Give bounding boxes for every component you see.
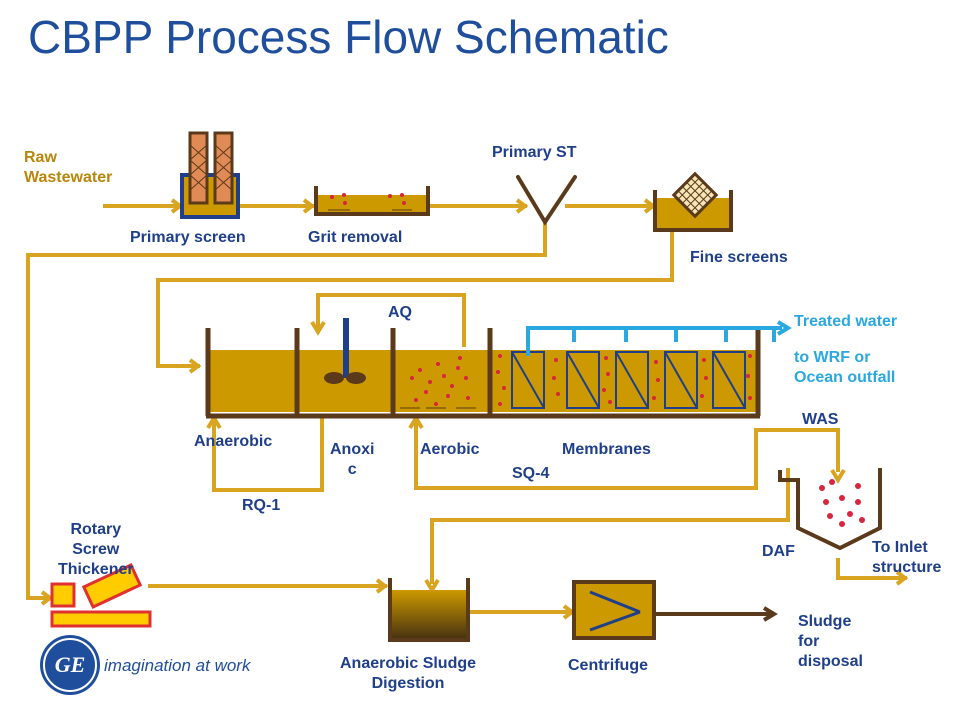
- rotary-screw-thickener-label: Rotary Screw Thickener: [58, 521, 134, 578]
- aq-label: AQ: [388, 304, 412, 321]
- sq4-recycle-pipe: [414, 416, 758, 490]
- membranes-label: Membranes: [562, 441, 651, 458]
- bioreactor-train: [205, 318, 761, 419]
- fine-to-anaerobic-pipe: [156, 228, 674, 368]
- arrow-was: [830, 468, 846, 484]
- primary-screen-unit: [180, 131, 240, 219]
- grit-removal-label: Grit removal: [308, 229, 403, 246]
- arrow-digester-inlet: [375, 578, 389, 594]
- daf-to-inlet-pipe: [836, 558, 907, 580]
- primary-st-label: Primary ST: [492, 144, 577, 161]
- arrow-aq: [310, 320, 326, 336]
- rq1-label: RQ-1: [242, 497, 281, 514]
- daf-unit: [778, 468, 882, 551]
- aq-recycle-pipe: [316, 293, 466, 347]
- pipes: [26, 204, 907, 614]
- to-wrf-label: to WRF or Ocean outfall: [794, 349, 896, 386]
- treated-water-label: Treated water: [794, 313, 898, 330]
- was-label: WAS: [802, 411, 839, 428]
- primary-settling-tank: [516, 175, 577, 226]
- fine-screens-unit: [653, 171, 733, 232]
- aerobic-bubbles: [410, 356, 470, 406]
- centrifuge-unit: [572, 580, 656, 640]
- anaerobic-digester: [388, 578, 470, 642]
- ge-logo-icon: GE: [40, 635, 100, 695]
- page-title: CBPP Process Flow Schematic: [28, 11, 669, 63]
- arrow-thickener-inlet: [40, 590, 54, 606]
- arrow-grit-primary: [515, 198, 529, 214]
- anaerobic-label: Anaerobic: [194, 433, 273, 450]
- arrow-sludge-disposal: [762, 606, 778, 622]
- daf-return-pipe: [430, 468, 790, 584]
- rotary-screw-thickener: [50, 563, 152, 628]
- primary-to-fine-pipe: [26, 220, 547, 600]
- sludge-for-disposal-label: Sludge for disposal: [798, 613, 863, 670]
- to-inlet-label: To Inlet structure: [872, 539, 942, 576]
- aerobic-label: Aerobic: [420, 441, 480, 458]
- membrane-modules: [511, 351, 746, 409]
- svg-text:GE: GE: [55, 652, 86, 677]
- arrow-anaerobic-inlet: [188, 358, 202, 374]
- grit-removal-tank: [314, 186, 430, 216]
- membrane-bubbles: [496, 354, 752, 406]
- arrow-screen-grit: [302, 198, 316, 214]
- fine-screens-label: Fine screens: [690, 249, 788, 266]
- logo-tagline: imagination at work: [104, 656, 251, 675]
- raw-wastewater-label: Raw Wastewater: [24, 149, 113, 186]
- centrifuge-label: Centrifuge: [568, 657, 648, 674]
- sq4-label: SQ-4: [512, 465, 550, 482]
- primary-screen-label: Primary screen: [130, 229, 246, 246]
- rq1-recycle-pipe: [212, 416, 324, 492]
- arrow-to-inlet: [895, 570, 909, 586]
- anoxic-label: Anoxi c: [330, 441, 375, 478]
- daf-label: DAF: [762, 543, 795, 560]
- was-pipe: [754, 428, 840, 472]
- arrow-treated-water: [776, 320, 792, 336]
- treated-water-header: [526, 326, 782, 356]
- anaerobic-sludge-digestion-label: Anaerobic Sludge Digestion: [340, 655, 477, 692]
- anoxic-mixer-icon: [324, 318, 366, 384]
